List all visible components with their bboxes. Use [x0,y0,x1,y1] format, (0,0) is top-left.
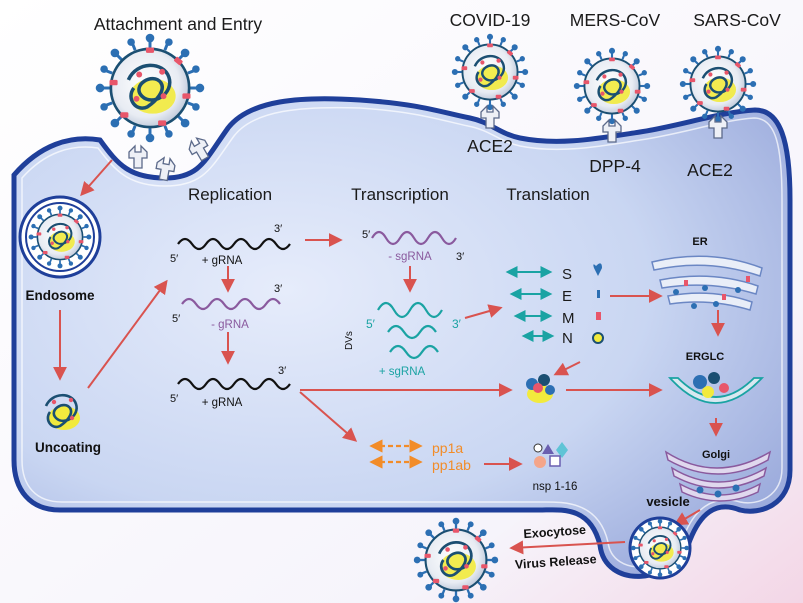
sars-virus [678,44,758,124]
exocytose-label: Exocytose [523,523,586,541]
golgi-apparatus [664,450,772,502]
virus-release-label: Virus Release [514,552,597,572]
covid-virus [450,32,530,112]
gRNA-plus-label-2: + gRNA [202,397,243,409]
membrane-protein-icon [596,312,601,320]
gRNA-strand-2 [177,377,291,391]
translation-arrows [505,266,555,342]
cell-membrane-inner [21,106,783,568]
mers-cov-label: MERS-CoV [570,10,661,30]
sgRNA-plus-strands [377,301,443,360]
five-prime-2: 5′ [172,313,180,325]
golgi-label: Golgi [702,449,730,461]
five-prime-3: 5′ [170,393,178,405]
assembling-particle [526,374,555,403]
sgRNA-minus-label: - sgRNA [388,251,432,263]
protein-e-label: E [562,288,572,305]
gRNA-plus-label-1: + gRNA [202,255,243,267]
flow-arrows [53,159,725,555]
nsp-label: nsp 1-16 [533,481,578,493]
protein-m-label: M [562,310,575,327]
er-label: ER [692,236,707,248]
golgi-vesicles [696,484,740,498]
five-prime-4: 5′ [362,229,370,241]
dpp4-label: DPP-4 [589,156,641,176]
secretory-vesicle [628,516,692,580]
sgRNA-minus-strand [371,230,457,246]
five-prime-1: 5′ [170,253,178,265]
sars-cov-label: SARS-CoV [693,10,781,30]
uncoated-genome [44,393,80,430]
protein-s-label: S [562,266,572,283]
spike-protein-icon [593,263,602,276]
attachment-entry-label: Attachment and Entry [94,14,263,34]
dvs-label: DVs [344,331,355,350]
ergic-compartment [667,372,765,404]
transcription-title: Transcription [351,185,449,204]
entering-virus [93,31,207,145]
pp1a-label: pp1a [432,440,463,456]
er-vesicles [673,285,741,309]
nucleocapsid-protein-icon [592,332,604,344]
gRNA-strand-1 [177,237,291,251]
sgRNA-plus-label: + sgRNA [379,366,426,378]
gRNA-minus-label: - gRNA [211,319,249,331]
vesicle-label: vesicle [646,494,689,509]
three-prime-4: 3′ [456,251,464,263]
uncoating-label: Uncoating [35,440,101,455]
envelope-protein-icon [597,290,600,298]
nsp-shapes-icon [533,442,568,468]
covid-19-label: COVID-19 [450,10,531,30]
released-virus [412,516,500,603]
gRNA-minus-strand [181,297,281,311]
five-prime-5: 5′ [366,317,376,331]
er-proteins [684,276,750,300]
three-prime-3: 3′ [278,365,286,377]
endosome-label: Endosome [25,288,95,303]
polyprotein-arrows [369,439,423,469]
pp1ab-label: pp1ab [432,457,471,473]
three-prime-2: 3′ [274,283,282,295]
replication-title: Replication [188,185,272,204]
endosome [18,195,102,279]
protein-n-label: N [562,330,573,347]
ace2-label-sars: ACE2 [687,160,733,180]
three-prime-5: 3′ [452,317,462,331]
mers-virus [572,46,652,126]
cell-membrane [11,96,793,579]
three-prime-1: 3′ [274,223,282,235]
ace2-label-covid: ACE2 [467,136,513,156]
erglc-label: ERGLC [686,351,725,363]
translation-title: Translation [506,185,589,204]
